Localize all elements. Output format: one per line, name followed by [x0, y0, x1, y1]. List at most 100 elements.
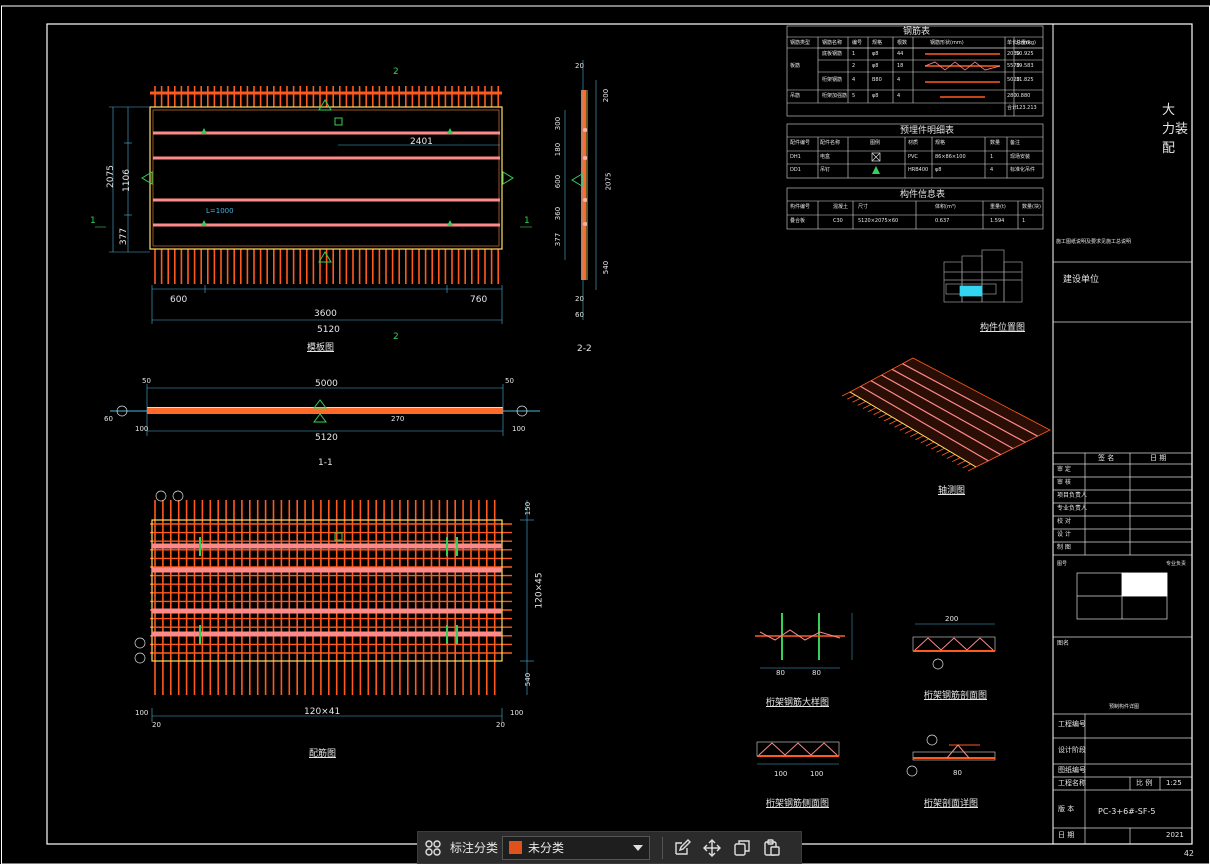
section-2-2-title: 2-2 [577, 344, 592, 354]
axon-rebar-stub [962, 463, 971, 469]
member-table-cell: 1 [1022, 218, 1026, 224]
section-1-1 [110, 384, 540, 436]
member-table-header: 尺寸 [858, 204, 869, 210]
axon-rebar-stub [873, 410, 882, 416]
embed-table-title: 预埋件明细表 [900, 126, 955, 136]
rebar-table-cell: 0.880 [1016, 93, 1031, 99]
title-block-row-label: 制 图 [1057, 544, 1071, 551]
rebar-table-cell: 50.925 [1016, 51, 1034, 57]
axon-rebar-stub [915, 435, 924, 441]
rebar-table-cell: 5570 [1007, 63, 1020, 69]
rebar-table-cell: φ8 [872, 63, 879, 69]
chevron-down-icon [633, 844, 644, 851]
dim-left-seg: 600 [170, 295, 188, 305]
axon-title: 轴测图 [938, 486, 966, 496]
category-label: 标注分类 [450, 841, 499, 855]
design-stage: 设计阶段 [1058, 746, 1086, 754]
detail-3-title: 桁架钢筋侧面图 [766, 799, 830, 809]
title-block [1053, 261, 1192, 844]
axon-rebar-stub [931, 444, 940, 450]
embed-table-header: 配件名称 [820, 140, 841, 146]
title-block-row-label: 审 定 [1057, 466, 1071, 473]
detail-dim-100a: 100 [774, 770, 788, 778]
lifting-point-marker [447, 220, 453, 226]
axon-truss-line [891, 368, 1026, 443]
record-no: 工程编号 [1058, 720, 1086, 728]
sec-mid: 270 [391, 415, 405, 423]
version: 版 本 [1058, 805, 1075, 813]
lifting-point-marker [201, 128, 207, 134]
embed-table-cell: 1 [990, 154, 994, 160]
axon-truss-line [870, 380, 1001, 456]
sec2-60: 60 [575, 311, 584, 319]
paste-icon[interactable] [759, 835, 785, 861]
rebar-100-right: 100 [510, 709, 524, 717]
copy-icon[interactable] [729, 835, 755, 861]
grid-apps-icon[interactable] [420, 835, 446, 861]
date-label: 日 期 [1058, 831, 1075, 839]
rebar-table-header: 钢筋类型 [790, 40, 811, 46]
rebar-540: 540 [524, 672, 533, 687]
tb-label-a: 图纸编号 [1058, 766, 1086, 774]
rebar-shape-sketches [924, 53, 1001, 98]
plan-view-title: 模板图 [307, 343, 335, 353]
embed-table-header: 数量 [990, 140, 1001, 146]
scale-value: 1:25 [1166, 779, 1182, 787]
page-number: 42 [1183, 849, 1194, 858]
sec-small-left: 50 [142, 377, 151, 385]
category-selected-value: 未分类 [528, 841, 565, 855]
embed-table-cell: 标准化吊件 [1010, 167, 1036, 173]
rebar-table-cell: 2 [852, 63, 856, 69]
category-dropdown[interactable]: 未分类 [502, 835, 651, 860]
member-table-header: 构件编号 [790, 204, 811, 210]
rebar-table-header: 根数 [897, 40, 908, 46]
dim-edge-width: 377 [119, 227, 130, 246]
embed-table-header: 图例 [870, 140, 881, 146]
rebar-table-header: 钢筋名称 [822, 40, 843, 46]
keyplan-title: 构件位置图 [980, 323, 1026, 333]
sec2-total: 2075 [604, 172, 613, 191]
rebar-table-header: 规格 [872, 40, 883, 46]
axon-truss-line [902, 363, 1038, 437]
sheet-name: 预制构件详图 [1109, 704, 1140, 710]
move-icon[interactable] [699, 835, 725, 861]
sec2-200: 200 [602, 88, 611, 103]
dim-total-length: 5120 [317, 325, 340, 335]
tables [786, 25, 1044, 230]
embed-table-cell: HRB400 [908, 167, 929, 173]
plan-view [95, 86, 532, 324]
rebar-plan-title: 配筋图 [309, 749, 337, 759]
embed-legend-icons [871, 152, 881, 174]
axon-rebar-stub [841, 391, 851, 397]
sec2-20b: 20 [575, 295, 584, 303]
sec2-300: 300 [554, 116, 563, 131]
edit-icon[interactable] [669, 835, 695, 861]
toolbar-separator [662, 836, 664, 859]
rebar-table-header: 单长(mm) [1007, 40, 1031, 46]
sec-100-left: 100 [135, 425, 149, 433]
rebar-20-left: 20 [152, 721, 161, 729]
detail-dim-80c: 80 [953, 769, 962, 777]
rebar-table-title: 钢筋表 [903, 27, 931, 37]
sec-small-right: 50 [505, 377, 514, 385]
sec2-360: 360 [554, 206, 563, 221]
version-label: 比 例 [1136, 779, 1153, 787]
rebar-table-cell: 44 [897, 51, 904, 57]
sec-len-top: 5000 [315, 379, 338, 389]
member-table-header: 重量(t) [990, 204, 1006, 210]
rebar-table-cell: 5020 [1007, 77, 1020, 83]
member-table-cell: 1.594 [990, 218, 1005, 224]
sec-100-right: 100 [512, 425, 526, 433]
rebar-table-cell: 4 [897, 77, 901, 83]
member-table-header: 数量(块) [1022, 204, 1041, 210]
dim-inner-length: 3600 [314, 309, 337, 319]
embed-table-cell: PVC [908, 154, 918, 160]
annotation-toolbar: 标注分类 未分类 [417, 831, 802, 864]
detail-drawings [755, 613, 996, 777]
rebar-table-cell: 桁架钢筋 [822, 77, 843, 83]
axon-rebar-stub [967, 466, 977, 472]
embed-table-cell: 吊钉 [820, 167, 831, 173]
lifting-point-marker [201, 220, 207, 226]
rebar-table-header: 编号 [852, 40, 863, 46]
